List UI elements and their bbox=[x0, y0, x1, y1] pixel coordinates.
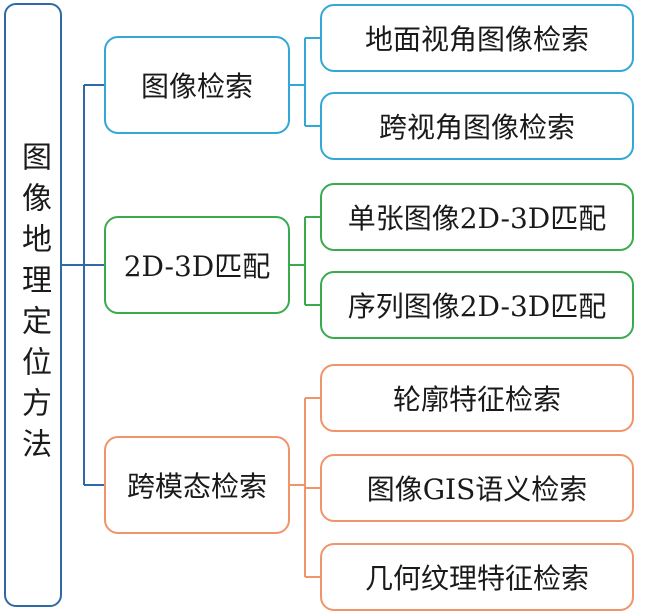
category-node-image-retrieval: 图像检索 bbox=[104, 36, 290, 134]
leaf-label: 轮廓特征检索 bbox=[392, 383, 561, 416]
root-node: 图像地理定位方法 bbox=[4, 3, 62, 607]
leaf-node-contour-feature-retrieval: 轮廓特征检索 bbox=[320, 364, 634, 432]
category-node-cross-modal-retrieval: 跨模态检索 bbox=[104, 436, 290, 534]
category-label: 2D-3D匹配 bbox=[123, 250, 271, 283]
leaf-node-geometric-texture-retrieval: 几何纹理特征检索 bbox=[320, 543, 634, 611]
leaf-label: 图像GIS语义检索 bbox=[366, 473, 588, 506]
leaf-label: 几何纹理特征检索 bbox=[364, 562, 589, 595]
leaf-node-gis-semantic-retrieval: 图像GIS语义检索 bbox=[320, 454, 634, 522]
leaf-label: 地面视角图像检索 bbox=[364, 23, 589, 56]
root-title: 图像地理定位方法 bbox=[16, 141, 51, 469]
leaf-label: 单张图像2D-3D匹配 bbox=[347, 202, 607, 235]
category-1-connectors bbox=[290, 37, 320, 127]
leaf-node-single-image-2d3d: 单张图像2D-3D匹配 bbox=[320, 183, 634, 251]
leaf-label: 序列图像2D-3D匹配 bbox=[347, 290, 607, 323]
category-3-connectors bbox=[290, 397, 320, 578]
category-node-2d3d-matching: 2D-3D匹配 bbox=[104, 216, 290, 314]
leaf-node-sequence-image-2d3d: 序列图像2D-3D匹配 bbox=[320, 271, 634, 339]
leaf-label: 跨视角图像检索 bbox=[378, 111, 575, 144]
category-2-connectors bbox=[290, 216, 320, 306]
category-label: 跨模态检索 bbox=[126, 470, 267, 503]
root-connectors bbox=[62, 84, 104, 486]
leaf-node-cross-view-retrieval: 跨视角图像检索 bbox=[320, 92, 634, 160]
leaf-node-ground-view-retrieval: 地面视角图像检索 bbox=[320, 4, 634, 72]
category-label: 图像检索 bbox=[140, 70, 253, 103]
